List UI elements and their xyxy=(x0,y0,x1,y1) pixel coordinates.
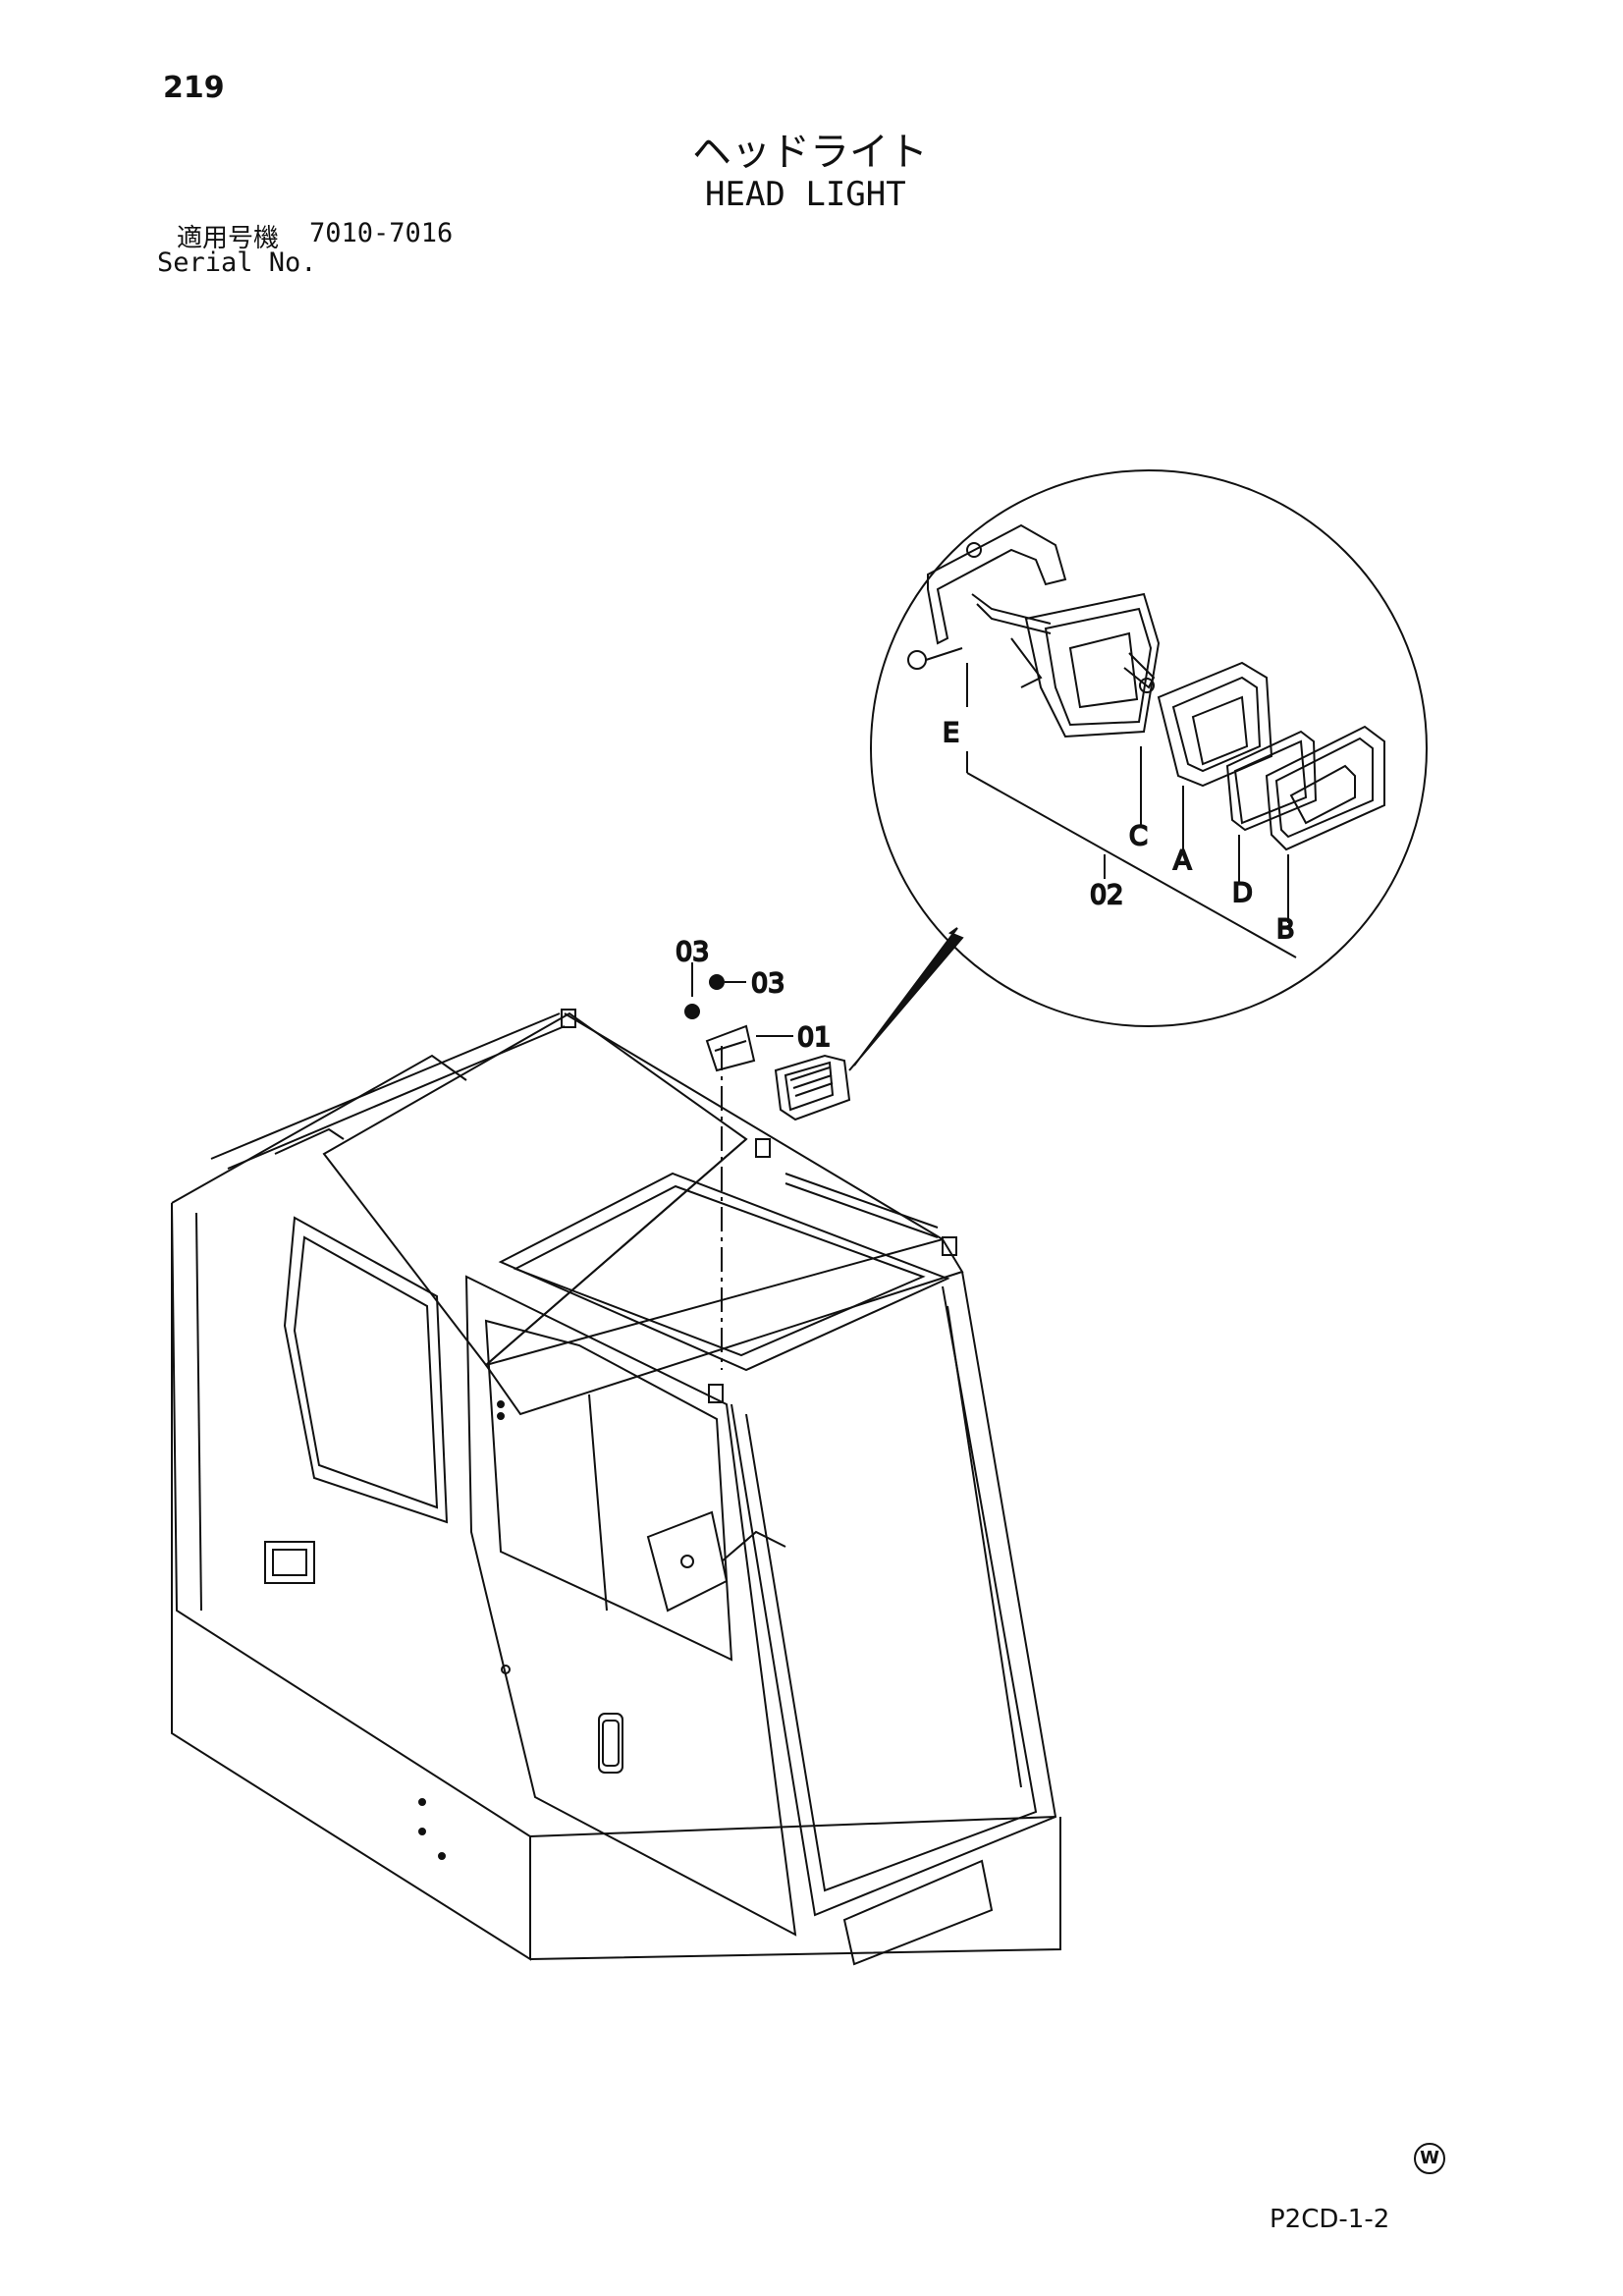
reference-code: P2CD-1-2 xyxy=(1270,2205,1390,2234)
callout-e: E xyxy=(943,718,959,748)
zoom-detail xyxy=(870,469,1428,1027)
callout-d: D xyxy=(1232,878,1253,908)
callout-c: C xyxy=(1129,821,1148,851)
callout-a: A xyxy=(1173,846,1192,876)
headlight-small xyxy=(774,1054,851,1121)
callout-01: 01 xyxy=(797,1022,831,1053)
callout-02: 02 xyxy=(1090,880,1123,910)
serial-label-japanese: 適用号機 xyxy=(177,224,280,253)
callout-b: B xyxy=(1276,914,1295,945)
page-number: 219 xyxy=(163,71,225,105)
zoom-leader xyxy=(848,927,964,1071)
title-japanese: ヘッドライト xyxy=(692,130,928,175)
callout-03-left: 03 xyxy=(676,937,709,967)
w-mark-symbol: W xyxy=(1414,2143,1445,2174)
title-english: HEAD LIGHT xyxy=(705,175,906,214)
serial-label-english: Serial No. xyxy=(157,247,317,278)
cab-drawing xyxy=(171,1009,1061,1966)
serial-range: 7010-7016 xyxy=(309,218,454,248)
bracket-assembly xyxy=(684,962,793,1370)
callout-03-right: 03 xyxy=(751,968,784,999)
